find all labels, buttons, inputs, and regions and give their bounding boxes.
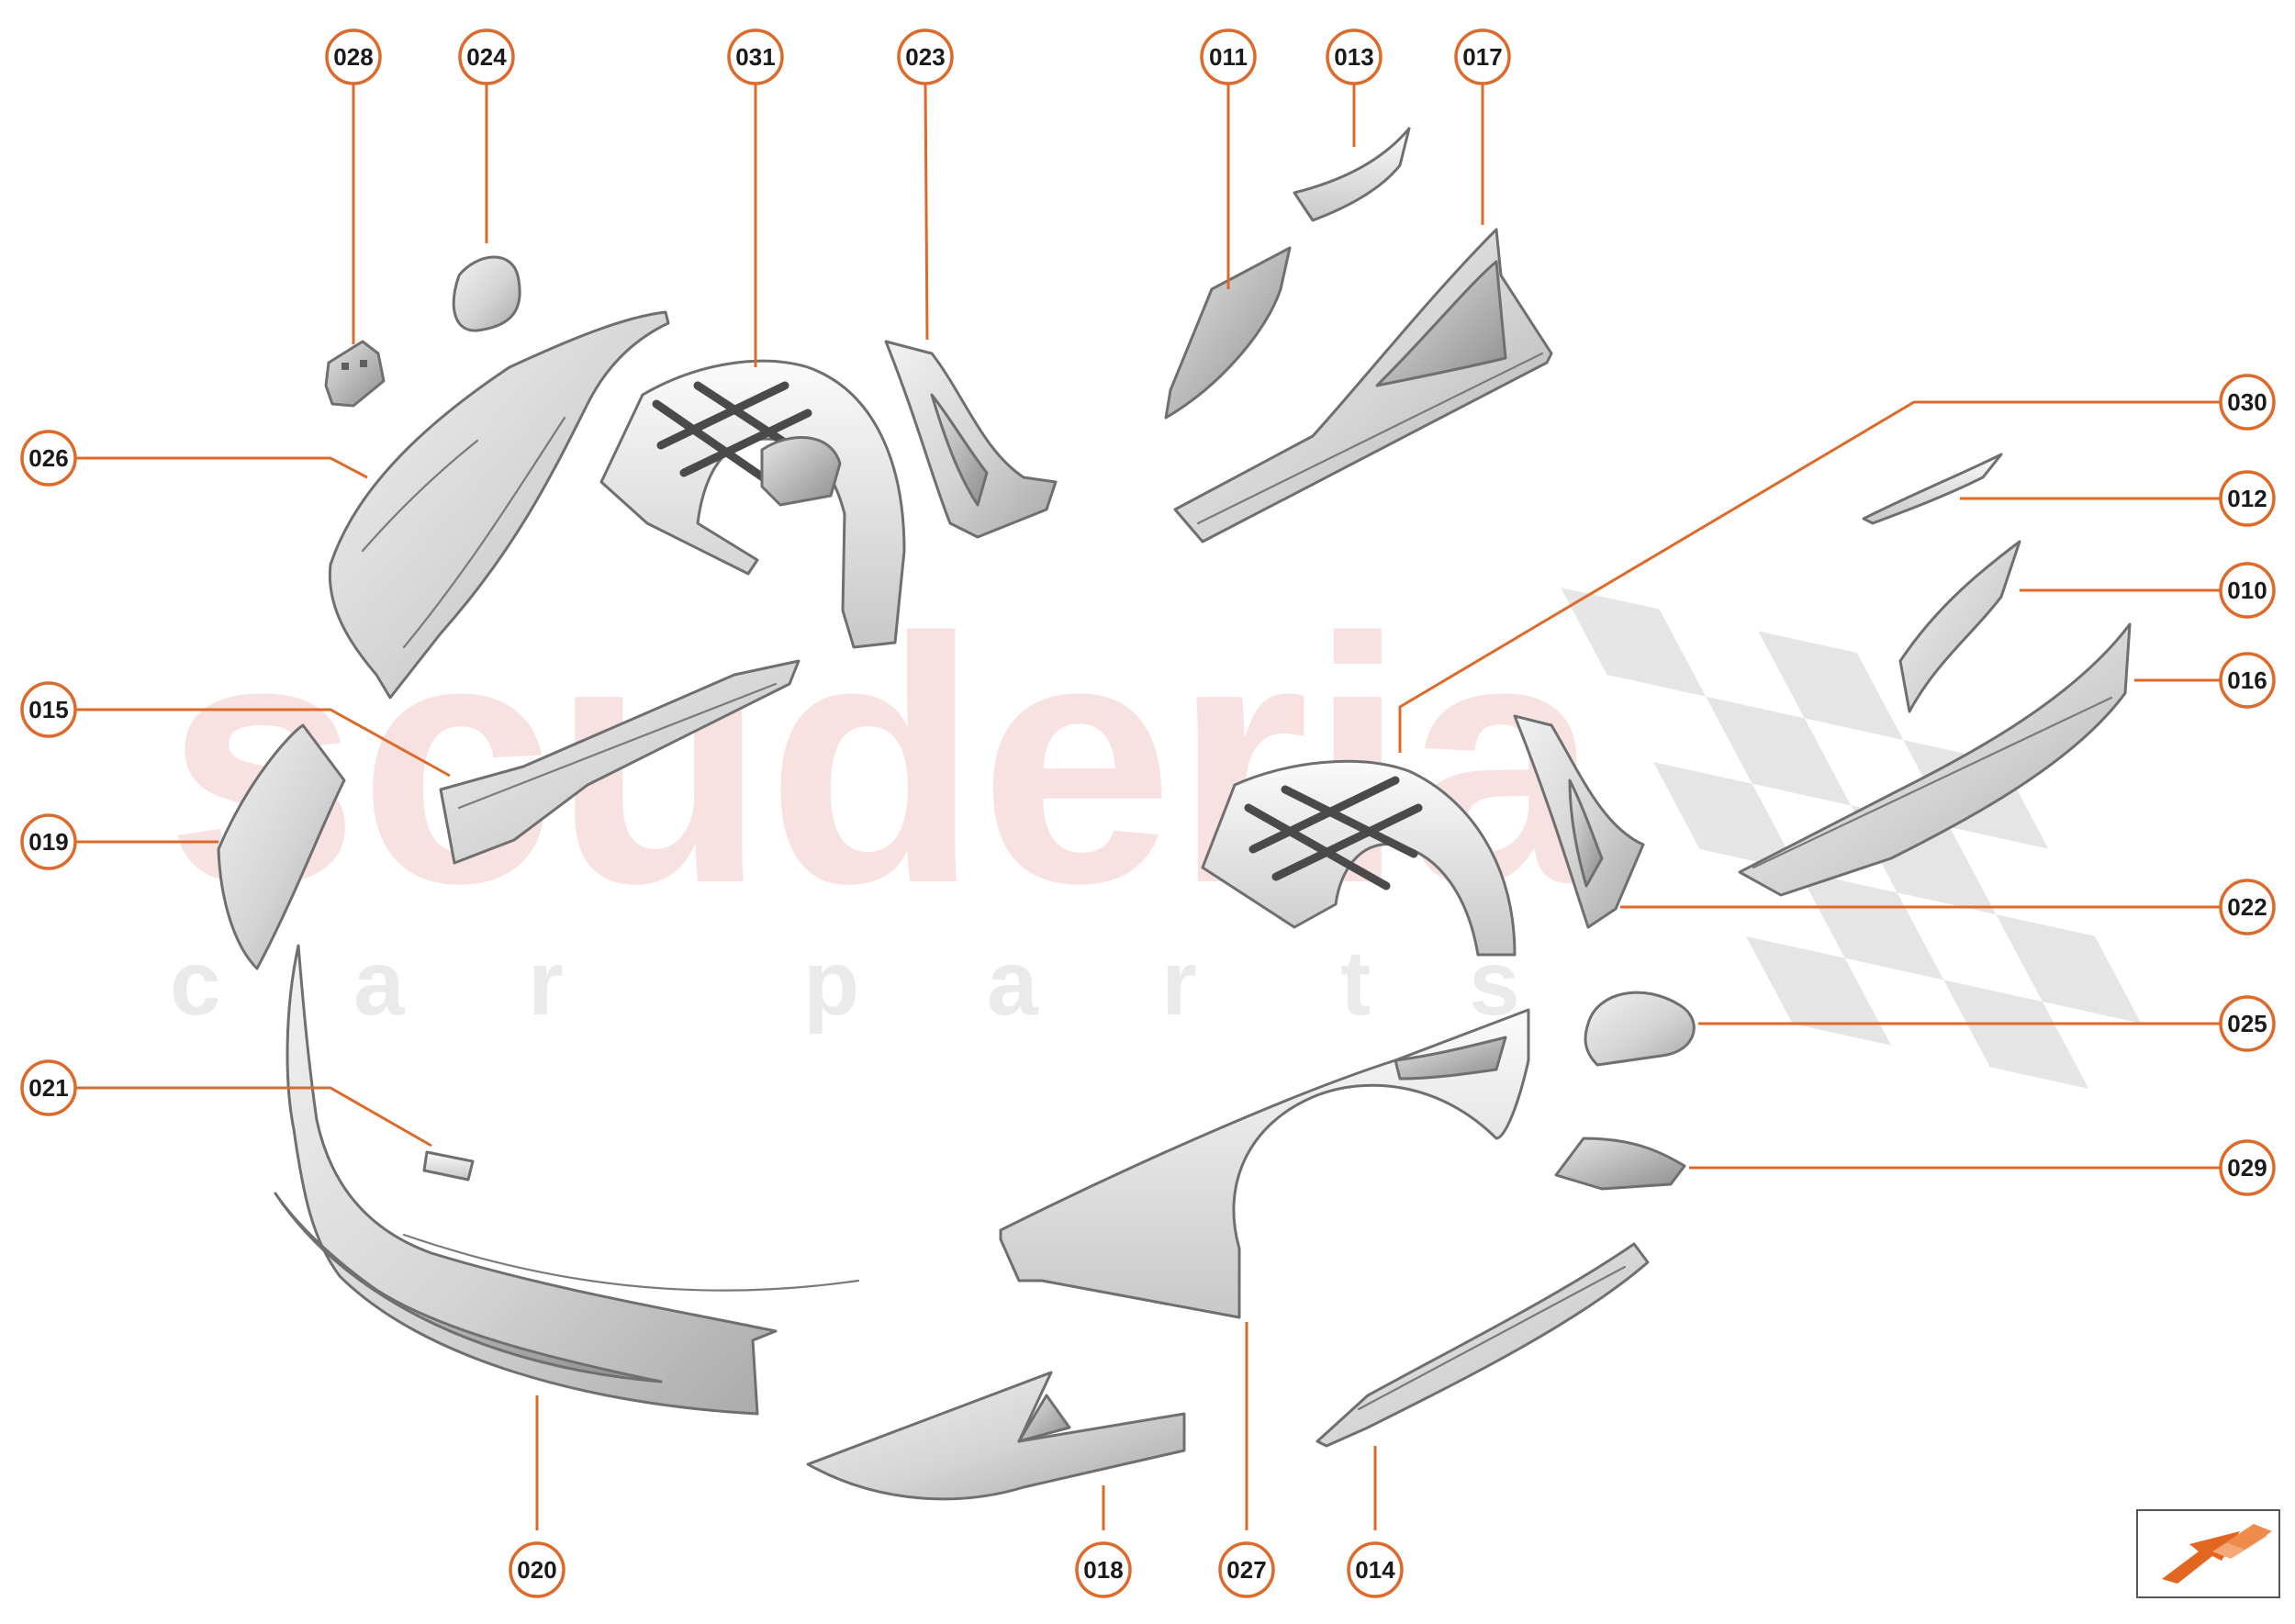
callout-029[interactable]: 029 <box>2219 1139 2276 1196</box>
callout-label: 028 <box>333 43 373 71</box>
callout-015[interactable]: 015 <box>20 681 77 738</box>
callout-label: 019 <box>28 828 68 856</box>
callout-label: 026 <box>28 444 68 472</box>
part-018-splitter[interactable] <box>806 1371 1186 1501</box>
callout-019[interactable]: 019 <box>20 813 77 870</box>
part-030-front-wheel-liner[interactable] <box>1201 759 1517 957</box>
callout-label: 027 <box>1226 1556 1266 1584</box>
callout-label: 015 <box>28 696 68 723</box>
part-011-vent-panel[interactable] <box>1164 246 1292 420</box>
callout-label: 013 <box>1334 43 1373 71</box>
part-020-front-bumper[interactable] <box>274 944 860 1416</box>
leader-lines <box>76 79 2220 1530</box>
watermark-letter: a <box>353 932 406 1035</box>
callout-013[interactable]: 013 <box>1326 28 1383 85</box>
part-015-sill[interactable] <box>439 659 800 865</box>
part-028-clip[interactable] <box>324 340 386 408</box>
part-029-vent[interactable] <box>1554 1137 1686 1191</box>
callout-012[interactable]: 012 <box>2219 470 2276 527</box>
part-010-panel[interactable] <box>1898 540 2021 713</box>
part-022-bracket[interactable] <box>1513 714 1645 929</box>
callout-label: 014 <box>1355 1556 1395 1584</box>
direction-arrow-icon[interactable] <box>2136 1509 2280 1598</box>
watermark-letter: p <box>803 932 859 1035</box>
part-012-trim[interactable] <box>1862 453 2003 525</box>
callout-label: 018 <box>1083 1556 1123 1584</box>
part-019-lamp-cover[interactable] <box>217 723 346 970</box>
callout-label: 020 <box>517 1556 556 1584</box>
callout-label: 011 <box>1209 43 1248 71</box>
part-021-tab[interactable] <box>422 1150 475 1182</box>
part-014-lower-sill[interactable] <box>1315 1242 1650 1448</box>
callout-label: 016 <box>2227 666 2267 694</box>
callout-024[interactable]: 024 <box>458 28 515 85</box>
watermark-letter: r <box>1161 932 1197 1035</box>
callout-label: 029 <box>2227 1154 2267 1182</box>
callout-031[interactable]: 031 <box>727 28 784 85</box>
watermark-letter: a <box>987 932 1039 1035</box>
callout-010[interactable]: 010 <box>2219 562 2276 619</box>
part-025-mirror-cap[interactable] <box>1584 991 1696 1067</box>
part-031-rear-wheel-liner[interactable] <box>599 359 906 649</box>
watermark-letter: c <box>170 932 221 1035</box>
callout-014[interactable]: 014 <box>1347 1541 1404 1598</box>
watermark-sub-text: c a r p a r t s <box>170 932 1520 1035</box>
callout-label: 023 <box>905 43 945 71</box>
callout-020[interactable]: 020 <box>509 1541 565 1598</box>
part-024-mirror-cap[interactable] <box>452 255 521 332</box>
callout-label: 010 <box>2227 577 2267 604</box>
callout-label: 021 <box>28 1074 68 1102</box>
part-027-front-fender[interactable] <box>999 1008 1530 1319</box>
part-017-side-skirt[interactable] <box>1173 228 1553 543</box>
callout-label: 030 <box>2227 388 2267 416</box>
callout-028[interactable]: 028 <box>325 28 382 85</box>
callout-label: 012 <box>2227 485 2267 512</box>
callout-017[interactable]: 017 <box>1454 28 1511 85</box>
callout-label: 031 <box>735 43 775 71</box>
watermark-letter: t <box>1340 932 1371 1035</box>
callout-label: 024 <box>466 43 507 71</box>
part-013-trim-strip[interactable] <box>1293 127 1411 222</box>
part-023-bracket[interactable] <box>884 340 1058 539</box>
callout-label: 022 <box>2227 893 2267 921</box>
callout-021[interactable]: 021 <box>20 1059 77 1116</box>
callout-023[interactable]: 023 <box>897 28 954 85</box>
part-026-fender-arch[interactable] <box>328 310 670 700</box>
callout-025[interactable]: 025 <box>2219 995 2276 1052</box>
callout-026[interactable]: 026 <box>20 430 77 487</box>
callout-018[interactable]: 018 <box>1075 1541 1132 1598</box>
part-016-side-skirt[interactable] <box>1738 622 2132 897</box>
callout-027[interactable]: 027 <box>1218 1541 1275 1598</box>
callout-011[interactable]: 011 <box>1200 28 1257 85</box>
callout-label: 017 <box>1462 43 1502 71</box>
callout-022[interactable]: 022 <box>2219 879 2276 935</box>
callout-030[interactable]: 030 <box>2219 374 2276 431</box>
callout-label: 025 <box>2227 1010 2267 1037</box>
watermark-letter: r <box>528 932 564 1035</box>
callout-016[interactable]: 016 <box>2219 652 2276 709</box>
